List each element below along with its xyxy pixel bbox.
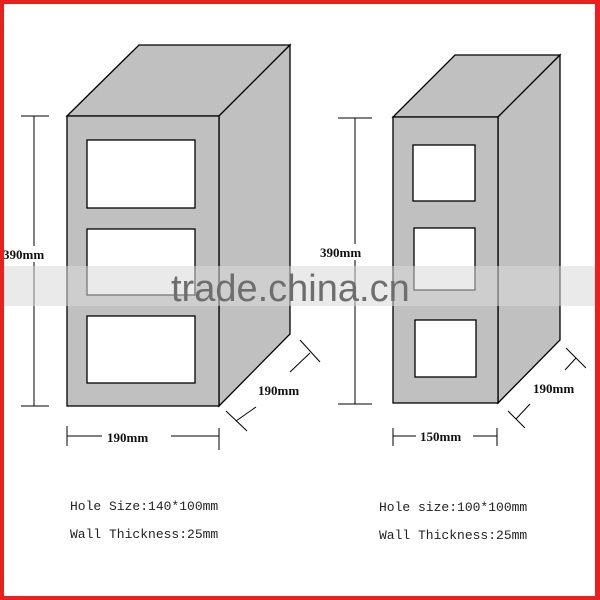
right-hole-top [412, 144, 476, 202]
left-depth-dimension [225, 339, 321, 432]
right-hole-size-spec: Hole size:100*100mm [379, 500, 527, 515]
left-width-dimension [66, 426, 220, 450]
right-height-label: 390mm [320, 245, 361, 260]
right-depth-label: 190mm [533, 381, 574, 396]
watermark-band [0, 266, 600, 306]
right-wall-thickness-spec: Wall Thickness:25mm [379, 528, 527, 543]
right-height-dimension [338, 117, 372, 405]
right-width-dimension [392, 428, 498, 446]
right-hole-bottom [414, 319, 477, 378]
left-hole-size-spec: Hole Size:140*100mm [70, 499, 218, 514]
left-hole-bottom [86, 315, 196, 384]
right-depth-dimension [507, 347, 587, 429]
left-wall-thickness-spec: Wall Thickness:25mm [70, 527, 218, 542]
left-width-label: 190mm [107, 430, 148, 445]
right-block-side-face [497, 53, 561, 405]
watermark-text: trade.china.cn [171, 268, 410, 310]
right-hollow-block [391, 53, 562, 405]
left-height-label: 390mm [3, 247, 44, 262]
left-depth-label: 190mm [258, 383, 299, 398]
right-width-label: 150mm [420, 429, 461, 444]
left-hollow-block [65, 43, 292, 408]
left-hole-top [86, 139, 196, 209]
